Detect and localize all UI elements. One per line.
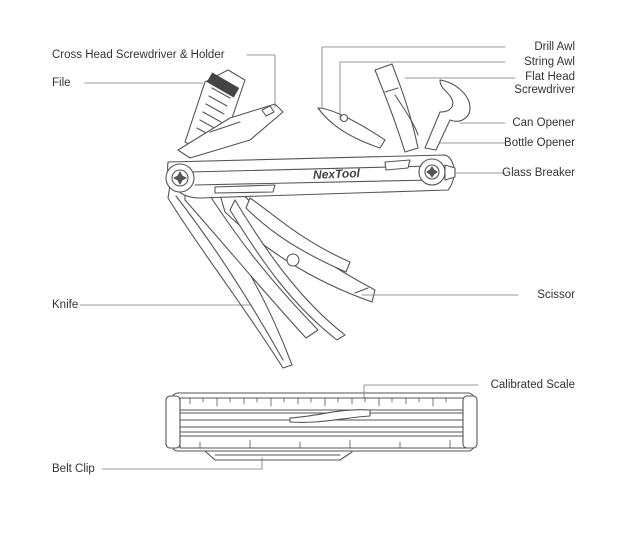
main-handle <box>167 154 455 199</box>
leader-string-awl <box>339 61 506 121</box>
label-flat-head-line1: Flat Head <box>525 71 575 83</box>
flat-head-screwdriver <box>374 63 419 153</box>
label-can-opener: Can Opener <box>512 117 575 129</box>
calibrated-scale-ticks <box>189 397 447 407</box>
label-cross-head-screwdriver: Cross Head Screwdriver & Holder <box>52 49 225 61</box>
belt-clip <box>204 450 353 461</box>
can-opener <box>424 79 471 151</box>
leader-calibrated-scale <box>363 384 479 399</box>
label-drill-awl: Drill Awl <box>534 41 575 53</box>
leader-cross-head <box>246 54 276 108</box>
brand-logo: NexTool <box>312 166 361 182</box>
label-file: File <box>52 77 71 89</box>
label-knife: Knife <box>52 299 79 311</box>
label-calibrated-scale: Calibrated Scale <box>490 379 575 391</box>
label-scissor: Scissor <box>537 289 575 301</box>
label-belt-clip: Belt Clip <box>52 463 95 475</box>
drill-awl <box>317 107 386 149</box>
label-glass-breaker: Glass Breaker <box>502 167 575 179</box>
cross-head-screwdriver <box>177 103 284 159</box>
label-bottle-opener: Bottle Opener <box>504 137 575 149</box>
label-string-awl: String Awl <box>524 56 575 68</box>
leader-belt-clip <box>101 457 263 470</box>
leader-drill-awl <box>321 46 506 109</box>
label-flat-head-line2: Screwdriver <box>514 84 575 96</box>
